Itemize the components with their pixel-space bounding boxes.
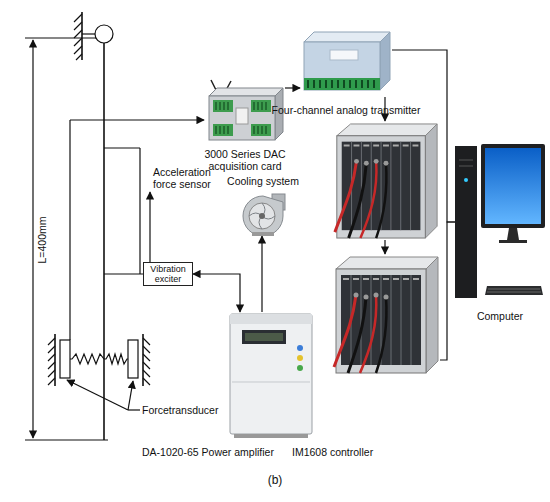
pin-joint: [95, 25, 113, 43]
computer-art: [455, 140, 545, 305]
controller-chassis-art: [330, 255, 440, 375]
signal-arrow: [384, 240, 385, 254]
power-amplifier-image: [230, 314, 312, 438]
exciter-box: Vibration exciter: [143, 262, 193, 286]
signal-wire: [139, 148, 140, 274]
controller-chassis: IM1608 controller: [330, 255, 440, 375]
analog-transmitter: Four-channel analog transmitter: [300, 28, 392, 94]
exciter-rod: [104, 273, 143, 274]
signal-wire: [104, 147, 140, 148]
signal-wire: [70, 119, 204, 120]
damper: [128, 340, 138, 378]
analog-transmitter-art: [300, 28, 392, 94]
node-label: Cooling system: [213, 175, 313, 187]
leader-line: [128, 381, 133, 410]
signal-connector: [285, 87, 300, 88]
controller-chassis: [335, 124, 437, 238]
sensor-label: Acceleration force sensor: [153, 166, 223, 190]
signal-connector: [392, 50, 455, 222]
controller-chassis-image: [334, 257, 438, 373]
pin-link: [82, 33, 95, 34]
node-label: IM1608 controller: [292, 446, 392, 458]
analog-transmitter-image: [304, 32, 390, 90]
extension-line: [25, 37, 96, 38]
cooling-fan-art: [238, 192, 288, 236]
spring: [104, 354, 128, 364]
leader-line: [128, 409, 140, 410]
support-hatching: [74, 14, 82, 60]
figure-caption: (b): [0, 474, 550, 486]
dimension-line: [32, 40, 33, 438]
signal-wire: [69, 120, 70, 340]
cooling-fan-image: [243, 194, 285, 236]
power-amplifier: DA-1020-65 Power amplifier: [228, 312, 314, 440]
support-hatching: [48, 338, 55, 385]
power-amplifier-art: [228, 312, 314, 440]
support-hatching: [143, 338, 150, 385]
node-label: Computer: [455, 310, 545, 322]
node-label: 3000 Series DAC acquisition card: [197, 148, 293, 172]
computer: Computer: [455, 140, 545, 305]
computer-image: [455, 144, 545, 298]
signal-connector: [261, 236, 262, 312]
cooling-fan: Cooling system: [238, 192, 288, 236]
beam: [103, 43, 105, 440]
spring: [70, 354, 104, 364]
node-label: DA-1020-65 Power amplifier: [142, 446, 292, 458]
leader-line: [67, 380, 128, 410]
damper: [60, 340, 70, 378]
leader-arrow: [149, 192, 150, 262]
fixed-support: [81, 12, 83, 60]
signal-connector: [193, 274, 240, 312]
node-label: Four-channel analog transmitter: [260, 104, 432, 116]
part-label: Forcetransducer: [142, 404, 218, 416]
extension-line: [25, 439, 108, 440]
dimension-label: L=400mm: [36, 217, 48, 264]
node-label: Vibration exciter: [144, 264, 192, 284]
signal-connector: [440, 222, 455, 360]
